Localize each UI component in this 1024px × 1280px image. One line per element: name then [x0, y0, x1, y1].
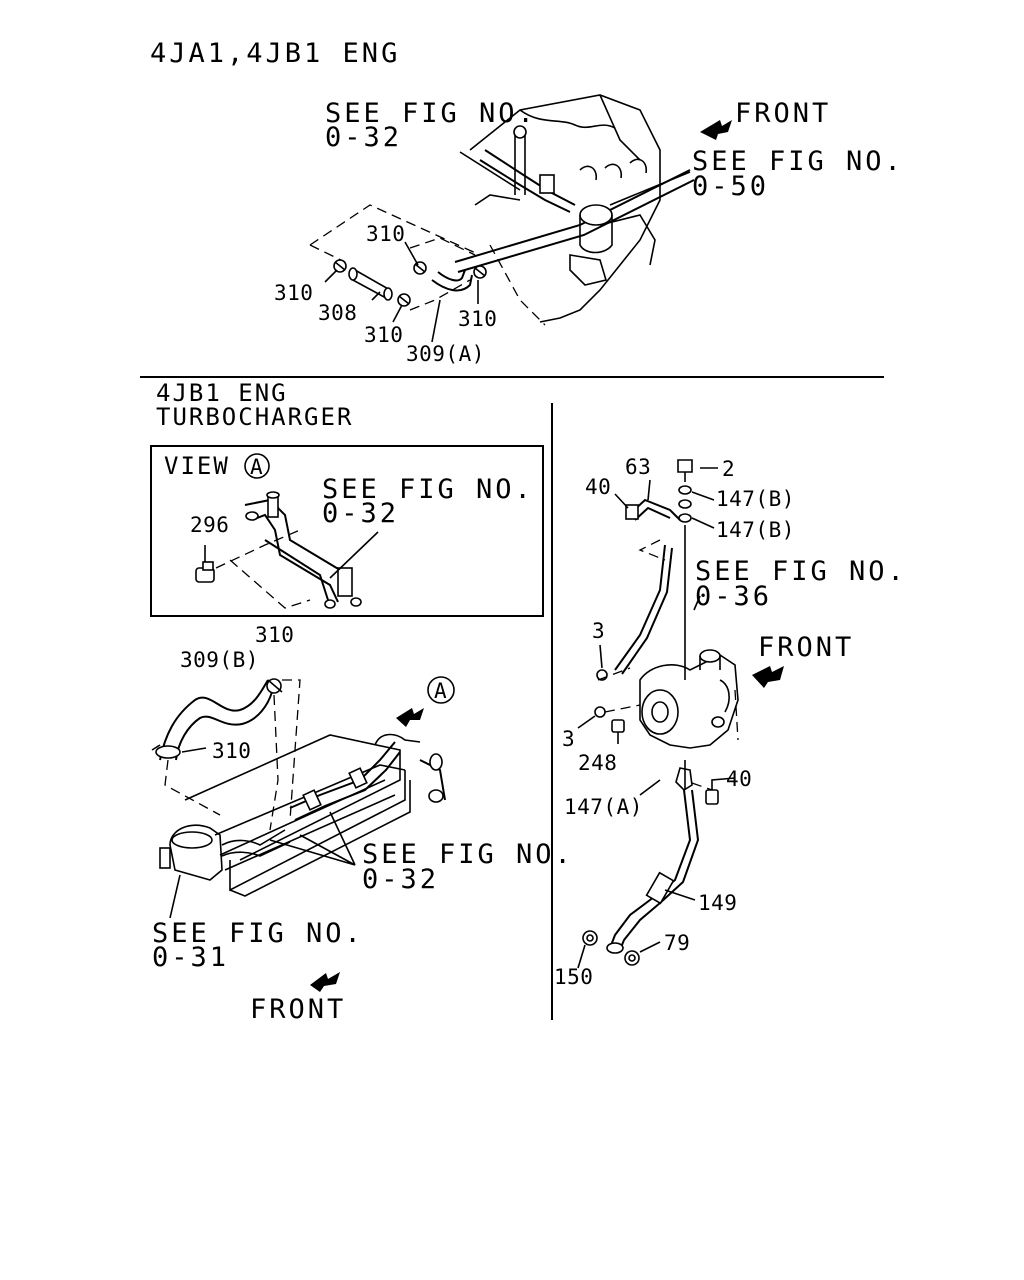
callout-296: 296	[190, 513, 229, 537]
see-fig-050-line1: SEE FIG NO.	[692, 146, 904, 177]
view-a-pipe-assembly	[195, 491, 379, 609]
section-title-4jb1: 4JB1 ENG	[156, 379, 288, 407]
callout-147b-2: 147(B)	[716, 518, 795, 542]
callout-308: 308	[318, 301, 357, 325]
view-a-label: VIEW	[164, 452, 230, 480]
callout-310-left: 310	[274, 281, 313, 305]
view-a-circle	[244, 453, 270, 479]
see-fig-032-top-line2: 0-32	[325, 122, 402, 153]
callout-310-top-left: 310	[255, 623, 294, 647]
see-fig-031-line2: 0-31	[152, 942, 229, 973]
front-label-right: FRONT	[758, 632, 854, 663]
callout-3-lower: 3	[562, 727, 575, 751]
callout-310-clamp: 310	[212, 739, 251, 763]
callout-2: 2	[722, 457, 735, 481]
view-a-marker-letter: A	[434, 679, 447, 703]
callout-310-upper: 310	[366, 222, 405, 246]
callout-40-top: 40	[585, 475, 611, 499]
callout-150: 150	[554, 965, 593, 989]
view-a-see-fig-line2: 0-32	[322, 498, 399, 529]
see-fig-036-line1: SEE FIG NO.	[695, 556, 907, 587]
section-title-turbocharger: TURBOCHARGER	[156, 403, 353, 431]
callout-248: 248	[578, 751, 617, 775]
intercooler-diagram	[151, 678, 446, 992]
see-fig-032-left-line2: 0-32	[362, 864, 439, 895]
callout-310-bottom: 310	[364, 323, 403, 347]
callout-149: 149	[698, 891, 737, 915]
see-fig-050-line2: 0-50	[692, 171, 769, 202]
callout-40-lower: 40	[726, 767, 752, 791]
page-title: 4JA1,4JB1 ENG	[150, 38, 400, 69]
callout-310-right: 310	[458, 307, 497, 331]
callout-147a: 147(A)	[564, 795, 643, 819]
callout-3-upper: 3	[592, 619, 605, 643]
view-a-letter: A	[250, 455, 263, 479]
see-fig-036-line2: 0-36	[695, 581, 772, 612]
callout-309a: 309(A)	[406, 342, 485, 366]
callout-63: 63	[625, 455, 651, 479]
callout-147b-1: 147(B)	[716, 487, 795, 511]
view-a-marker-circle	[427, 676, 455, 704]
see-fig-032-left-line1: SEE FIG NO.	[362, 839, 574, 870]
view-a-box	[150, 445, 544, 617]
callout-79: 79	[664, 931, 690, 955]
top-engine-diagram	[309, 94, 732, 343]
front-label-left: FRONT	[250, 994, 346, 1025]
see-fig-031-line1: SEE FIG NO.	[152, 918, 364, 949]
turbo-oil-line-diagram	[577, 459, 784, 969]
callout-309b: 309(B)	[180, 648, 259, 672]
view-a-see-fig-line1: SEE FIG NO.	[322, 474, 534, 505]
see-fig-032-top-line1: SEE FIG NO.	[325, 98, 537, 129]
front-label-top: FRONT	[735, 98, 831, 129]
